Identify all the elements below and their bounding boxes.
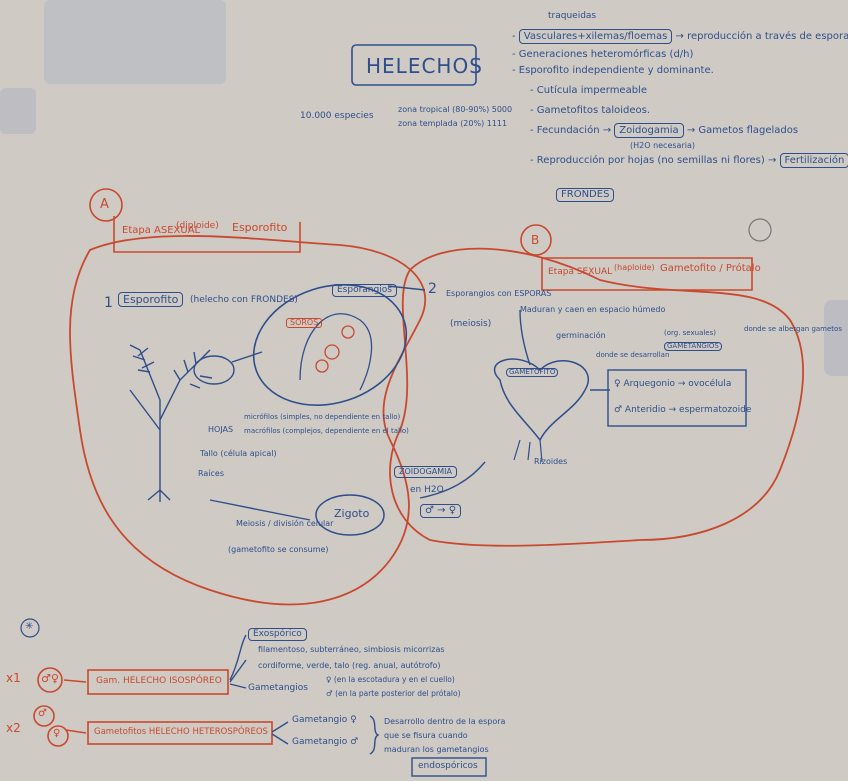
step2-meiosis: (meiosis) [450, 320, 491, 329]
spore-3 [342, 326, 354, 338]
gametangios-label: Gametangios [248, 684, 308, 693]
hetero-brace [370, 716, 378, 754]
species-label: 10.000 especies [300, 112, 374, 121]
hetero-desc-1: Desarrollo dentro de la espora [384, 718, 505, 726]
donde-albergan: donde se albergan gametos [744, 326, 842, 333]
esporangios-box: Esporangios [332, 284, 397, 297]
x2-male-symbol: ♂ [38, 709, 47, 719]
step2-text: Esporangios con ESPORAS [446, 290, 551, 298]
trait-over-label: traqueidas [548, 12, 596, 21]
tallo-label: Tallo (célula apical) [200, 450, 277, 458]
arrow-plant-to-sporangium [232, 352, 262, 362]
meiosis-division: Meiosis / división celular [236, 520, 333, 528]
gametofito-consume: (gametofito se consume) [228, 546, 329, 554]
iso-line-3: ♀ (en la escotadura y en el cuello) [326, 676, 455, 684]
step2-number: 2 [428, 282, 437, 296]
section-a-letter: A [100, 198, 109, 211]
hetero-desc-2: que se fisura cuando [384, 732, 468, 740]
trait-7: - Reproducción por hojas (no semillas ni… [530, 156, 848, 166]
germination-label: germinación [556, 332, 606, 340]
hetero-desc-3: maduran los gametangios [384, 746, 489, 754]
fern-plant [130, 345, 234, 502]
iso-branches [230, 635, 246, 688]
trait-2: - Generaciones heteromórficas (d/h) [512, 50, 693, 60]
hetero-branches [272, 722, 288, 744]
maduran-label: Maduran y caen en espacio húmedo [520, 306, 665, 314]
spore-2 [316, 360, 328, 372]
zygote-label: Zigoto [334, 508, 369, 519]
soros-box: SOROS [286, 318, 322, 328]
x1-label: x1 [6, 672, 21, 684]
rizoides-label: Rizoides [534, 458, 567, 466]
arrow-zygote-to-plant [210, 500, 310, 520]
iso-line-1: filamentoso, subterráneo, simbiosis mico… [258, 646, 445, 654]
trait-1: - Vasculares+xilemas/floemas → reproducc… [512, 32, 848, 42]
x2-label: x2 [6, 722, 21, 734]
zoidogamia-box: ZOIDOGAMIA [394, 466, 457, 478]
arrow-germination [520, 310, 530, 365]
gametangios-box: GAMETANGIOS [664, 342, 722, 351]
step1-box: Esporofito [118, 292, 183, 307]
microfilos-label: micrófilos (simples, no dependiente en t… [244, 414, 400, 421]
asterisk-mark: ✳ [25, 622, 33, 632]
raices-label: Raíces [198, 470, 224, 478]
section-b-stage: Etapa SEXUAL [548, 268, 612, 277]
iso-line-2: cordiforme, verde, talo (reg. anual, aut… [258, 662, 441, 670]
gametes-symbols: ♂ → ♀ [420, 504, 461, 518]
en-h2o: en H2O [410, 486, 444, 495]
hetero-line-1: Gametangio ♀ [292, 716, 357, 725]
trait-6-sub: (H2O necesaria) [630, 142, 695, 150]
macrofilos-label: macrófilos (complejos, dependiente en el… [244, 428, 409, 435]
gametophyte-box: GAMETOFITO [506, 368, 558, 377]
trait-6: - Fecundación → Zoidogamia → Gametos fla… [530, 126, 798, 136]
exosporico-box: Exospórico [248, 628, 307, 641]
section-b-letter: B [531, 234, 539, 246]
org-sexuales: (org. sexuales) [664, 330, 716, 337]
donde-desarrollan: donde se desarrollan [596, 352, 669, 359]
arrow-hetero [66, 730, 86, 733]
hetero-label: Gametofitos HELECHO HETEROSPÓREOS [94, 728, 268, 737]
species-tropical: zona tropical (80-90%) 5000 [398, 106, 512, 114]
anteridio-label: ♂ Anteridio → espermatozoide [614, 406, 751, 415]
section-b-name: Gametofito / Prótalo [660, 264, 761, 274]
endosporicos-label: endospóricos [418, 762, 478, 771]
step1-number: 1 [104, 296, 113, 310]
spore-1 [325, 345, 339, 359]
section-b-ploidy: (haploide) [614, 264, 655, 272]
trait-4: - Cutícula impermeable [530, 86, 647, 96]
trait-7-frondes: FRONDES [556, 188, 614, 202]
arquegonio-label: ♀ Arquegonio → ovocélula [614, 380, 731, 389]
x1-symbol: ♂♀ [41, 673, 59, 684]
iso-label: Gam. HELECHO ISOSPÓREO [96, 677, 222, 686]
hetero-line-2: Gametangio ♂ [292, 738, 358, 747]
page-title: HELECHOS [366, 56, 483, 76]
arrow-iso [64, 680, 86, 682]
pin-right [749, 219, 771, 241]
trait-3: - Esporofito independiente y dominante. [512, 66, 714, 76]
step1-desc: (helecho con FRONDES) [190, 296, 298, 305]
section-a-name: Esporofito [232, 222, 287, 233]
hojas-label: HOJAS [208, 426, 233, 434]
trait-5: - Gametofitos taloideos. [530, 106, 650, 116]
iso-line-4: ♂ (en la parte posterior del prótalo) [326, 690, 461, 698]
section-a-ploidy: (diploide) [176, 222, 219, 231]
x2-female-symbol: ♀ [53, 729, 60, 739]
species-templada: zona templada (20%) 1111 [398, 120, 507, 128]
